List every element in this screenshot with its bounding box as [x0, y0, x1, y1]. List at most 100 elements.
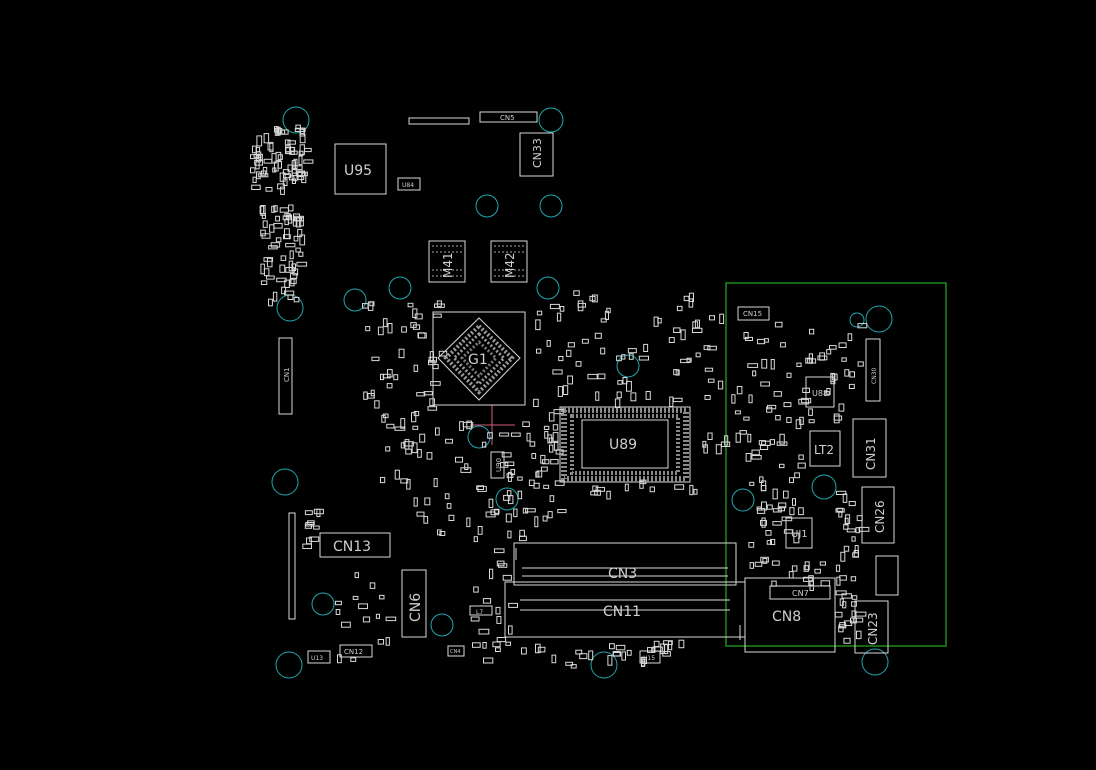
passive-part [483, 657, 494, 664]
passive-part [262, 220, 268, 228]
passive-part [673, 327, 681, 333]
passive-part [566, 349, 572, 357]
passive-part [771, 560, 780, 566]
passive-part [487, 432, 493, 439]
passive-part [293, 296, 300, 303]
label-cn26: CN26 [873, 500, 887, 533]
passive-part [776, 441, 788, 446]
passive-part [752, 370, 757, 377]
mounting-hole [536, 276, 560, 300]
passive-part [533, 398, 539, 407]
passive-part [680, 358, 691, 364]
passive-part [766, 540, 773, 545]
label-cn31: CN31 [864, 437, 878, 470]
passive-part [848, 501, 856, 507]
passive-part [375, 613, 380, 619]
passive-part [295, 247, 301, 253]
passive-part [263, 257, 274, 262]
passive-part [606, 307, 611, 314]
passive-part [597, 373, 606, 380]
passive-part [783, 529, 794, 534]
passive-part [411, 412, 417, 423]
passive-part [423, 516, 429, 524]
passive-part [772, 508, 782, 513]
passive-part [498, 563, 508, 568]
chip-u89-die [581, 419, 669, 469]
chip-u13 [307, 650, 331, 664]
passive-part [272, 291, 278, 302]
label-u84: U84 [402, 182, 414, 189]
passive-part [459, 421, 465, 431]
passive-part [749, 562, 754, 569]
passive-part [519, 529, 525, 537]
passive-part [678, 639, 685, 649]
passive-part [852, 552, 860, 558]
passive-part [748, 542, 755, 548]
passive-part [704, 367, 714, 372]
passive-part [833, 415, 843, 421]
connector-cn15 [737, 306, 770, 321]
passive-part [496, 637, 507, 643]
passive-part [501, 452, 512, 458]
passive-part [510, 468, 516, 475]
connector-cn30 [865, 338, 881, 402]
passive-part [600, 347, 606, 355]
passive-part [380, 373, 385, 381]
passive-part [639, 480, 644, 489]
passive-part [251, 184, 261, 190]
passive-part [466, 420, 472, 430]
passive-part [663, 640, 673, 646]
passive-part [275, 215, 281, 222]
connector-cn5 [479, 111, 538, 123]
passive-part [506, 473, 514, 478]
passive-part [284, 139, 291, 146]
passive-part [276, 277, 287, 283]
passive-part [803, 565, 809, 572]
passive-part [377, 639, 385, 645]
passive-part [429, 398, 435, 407]
mounting-hole [616, 354, 640, 378]
passive-part [291, 178, 296, 184]
passive-part [640, 659, 645, 668]
connector-cn26 [861, 486, 895, 544]
passive-part [587, 373, 598, 380]
passive-part [254, 159, 263, 166]
passive-part [838, 624, 847, 629]
passive-part [760, 556, 769, 563]
connector-cn13 [319, 532, 391, 558]
passive-part [743, 332, 749, 340]
slot-cn3 [513, 542, 737, 586]
passive-part [363, 391, 368, 400]
connector-cn12 [339, 644, 373, 658]
passive-part [797, 462, 806, 469]
label-cn5: CN5 [500, 114, 515, 122]
passive-part [404, 439, 410, 450]
passive-part [707, 345, 717, 351]
passive-part [256, 171, 261, 180]
passive-part [761, 501, 767, 511]
label-cn12: CN12 [344, 648, 363, 656]
passive-part [406, 479, 411, 490]
passive-part [386, 383, 393, 389]
passive-part [263, 133, 270, 144]
passive-part [313, 525, 320, 530]
passive-part [445, 438, 454, 444]
passive-part [557, 509, 567, 514]
passive-part [841, 357, 847, 362]
mounting-hole [282, 106, 310, 134]
passive-part [835, 508, 845, 513]
passive-part [481, 441, 487, 448]
passive-part [507, 471, 512, 482]
passive-part [536, 470, 543, 478]
passive-part [770, 538, 776, 546]
passive-part [511, 432, 521, 437]
passive-part [413, 497, 418, 507]
passive-part [607, 655, 613, 666]
passive-part [385, 637, 390, 646]
passive-part [653, 640, 660, 647]
passive-part [266, 275, 275, 280]
passive-part [275, 237, 282, 243]
passive-part [707, 378, 715, 383]
passive-part [299, 234, 306, 246]
label-cn3: CN3 [608, 566, 637, 582]
